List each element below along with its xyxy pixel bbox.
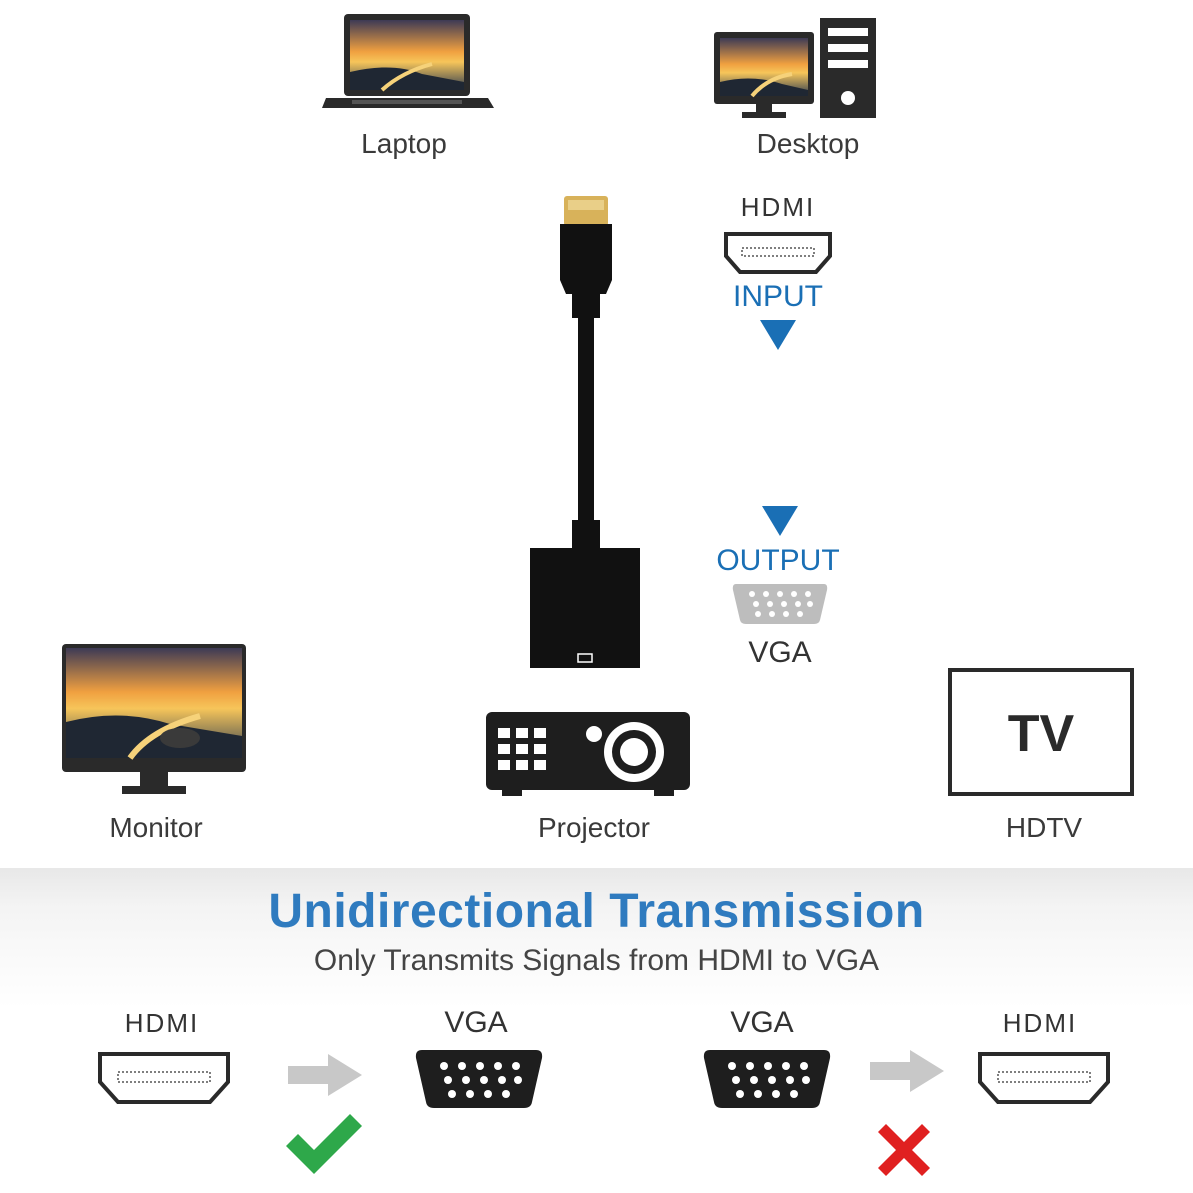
allowed-arrow-right-icon	[288, 1054, 362, 1096]
hdtv-icon: TV	[948, 668, 1134, 796]
allowed-to-label: VGA	[444, 1006, 508, 1039]
allowed-hdmi-port-icon	[96, 1050, 232, 1106]
vga-port-icon	[730, 580, 830, 628]
transmission-subtitle: Only Transmits Signals from HDMI to VGA	[313, 944, 880, 977]
allowed-vga-port-icon	[412, 1046, 546, 1112]
blocked-arrow-right-icon	[870, 1050, 944, 1092]
blocked-to-label: HDMI	[1002, 1008, 1078, 1038]
blocked-from-label: VGA	[730, 1006, 794, 1039]
allowed-from-label: HDMI	[124, 1008, 200, 1038]
transmission-title: Unidirectional Transmission	[268, 885, 925, 938]
tv-screen-text: TV	[1007, 705, 1075, 763]
input-port-label: HDMI	[740, 192, 816, 222]
check-icon	[282, 1112, 366, 1178]
laptop-label: Laptop	[361, 128, 447, 159]
hdtv-label: HDTV	[1005, 812, 1083, 843]
projector-icon	[484, 710, 692, 798]
hdmi-to-vga-adapter	[526, 190, 646, 672]
hdmi-port-icon	[722, 230, 834, 276]
laptop-icon	[322, 12, 494, 112]
monitor-icon	[60, 642, 248, 798]
input-arrow-down-icon	[760, 320, 796, 350]
desktop-icon	[712, 16, 880, 120]
monitor-label: Monitor	[109, 812, 203, 843]
output-port-label: VGA	[748, 636, 812, 669]
cross-icon	[872, 1118, 936, 1182]
blocked-hdmi-port-icon	[976, 1050, 1112, 1106]
input-label: INPUT	[733, 280, 823, 313]
desktop-label: Desktop	[756, 128, 860, 159]
output-label: OUTPUT	[716, 544, 840, 577]
output-arrow-down-icon	[762, 506, 798, 536]
blocked-vga-port-icon	[700, 1046, 834, 1112]
transmission-panel	[0, 868, 1193, 1193]
projector-label: Projector	[537, 812, 651, 843]
